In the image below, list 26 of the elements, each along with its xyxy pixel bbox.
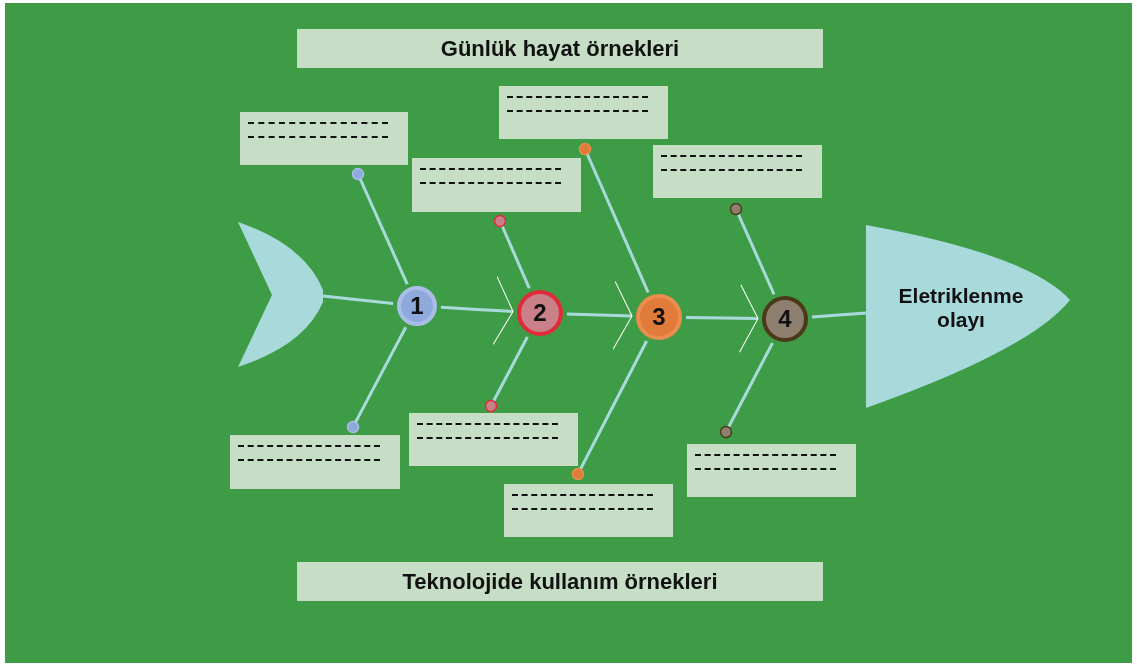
answer-box bbox=[230, 435, 400, 489]
answer-box bbox=[499, 86, 668, 139]
spine-line bbox=[571, 340, 648, 481]
spine-line bbox=[685, 283, 759, 353]
answer-box bbox=[240, 112, 408, 165]
heading-band: Teknolojide kullanım örnekleri bbox=[297, 562, 823, 601]
spine-line bbox=[351, 167, 409, 285]
head-label: Eletriklenme olayı bbox=[897, 284, 1025, 332]
spine-line bbox=[440, 276, 514, 345]
spine-line bbox=[322, 294, 394, 305]
spine-line bbox=[566, 281, 633, 350]
spine-line bbox=[493, 214, 531, 289]
spine-line bbox=[811, 311, 867, 319]
spine-line bbox=[729, 202, 776, 295]
spine-line bbox=[484, 336, 529, 413]
fish-tail bbox=[238, 222, 323, 367]
heading-band: Günlük hayat örnekleri bbox=[297, 29, 823, 68]
answer-box bbox=[409, 413, 578, 466]
fish-head bbox=[866, 225, 1070, 408]
spine-line bbox=[346, 326, 408, 434]
answer-box bbox=[412, 158, 581, 212]
answer-box bbox=[687, 444, 856, 497]
answer-box bbox=[504, 484, 673, 537]
spine-line bbox=[578, 142, 650, 293]
answer-box bbox=[653, 145, 822, 198]
spine-line bbox=[719, 342, 774, 439]
